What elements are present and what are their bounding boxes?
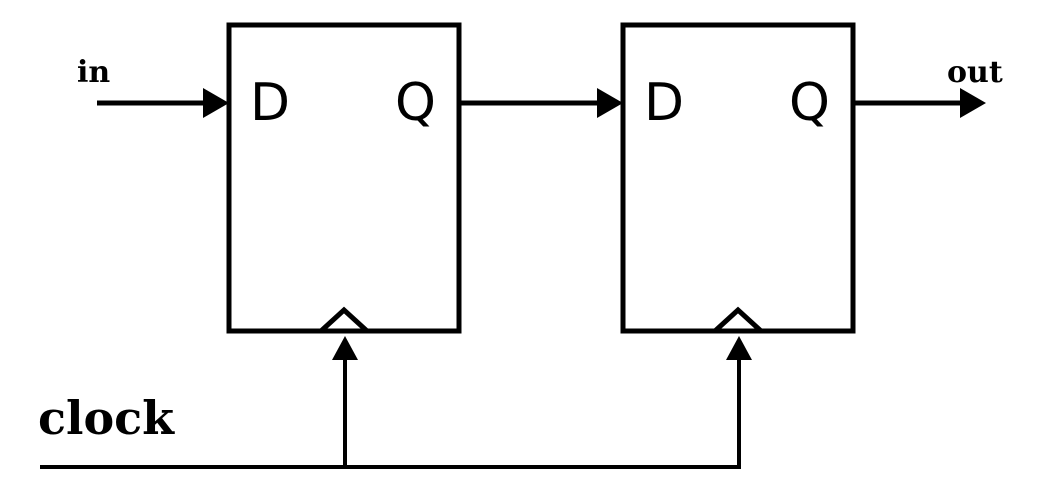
clock-label: clock <box>38 391 175 445</box>
flipflop-1-body <box>226 22 462 334</box>
d2-arrowhead <box>597 88 623 118</box>
input-arrowhead <box>203 88 229 118</box>
flipflop-2-body <box>620 22 856 334</box>
output-arrowhead <box>960 88 986 118</box>
flipflop-1-d-label: D <box>250 73 290 133</box>
q1-to-d2-wire <box>459 88 623 118</box>
flipflop-1-q-label: Q <box>395 73 436 133</box>
clock-wire <box>40 336 752 469</box>
flipflop-2-q-label: Q <box>789 73 830 133</box>
flipflop-2: D Q <box>620 22 856 334</box>
clock-arrowhead-2 <box>726 336 752 360</box>
input-wire <box>97 88 229 118</box>
flipflop-2-clock-triangle <box>713 306 763 333</box>
flipflop-2-d-label: D <box>644 73 684 133</box>
output-wire <box>853 88 986 118</box>
clock-arrowhead-1 <box>332 336 358 360</box>
flipflop-1: D Q <box>226 22 462 334</box>
input-label: in <box>77 55 110 90</box>
output-label: out <box>947 55 1003 90</box>
flipflop-1-clock-triangle <box>319 306 369 333</box>
